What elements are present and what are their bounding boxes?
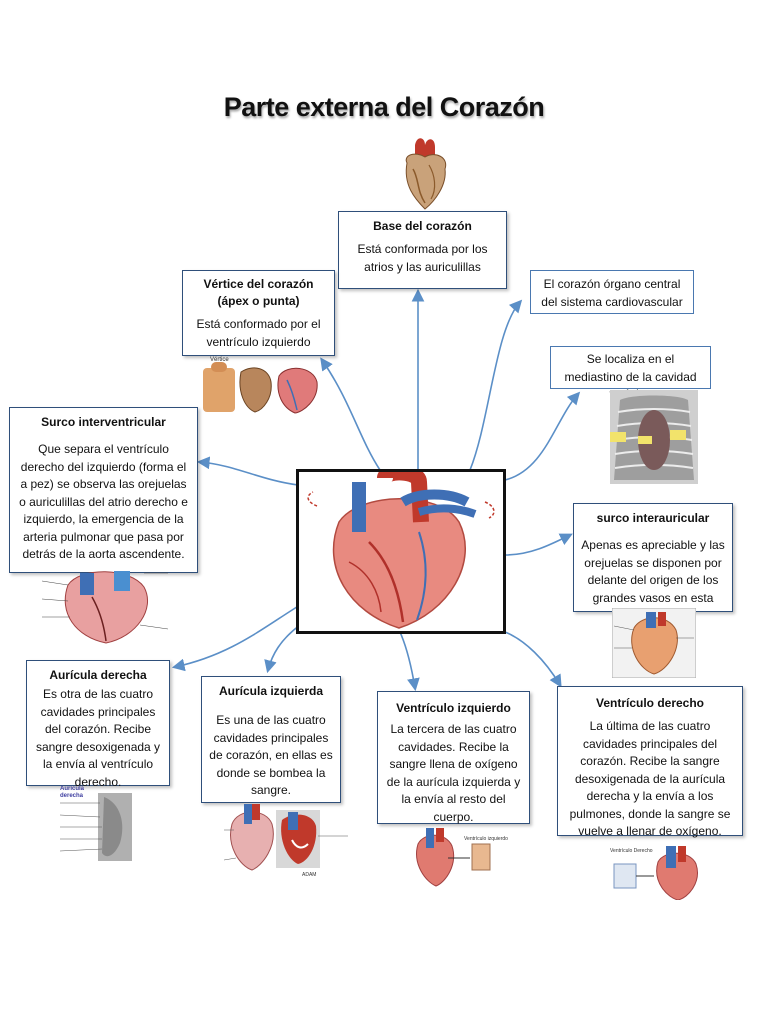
box-title-line2: (ápex o punta) [217, 294, 300, 308]
ventriculo-izquierdo-caption: Ventrículo izquierdo [464, 836, 508, 842]
box-text: La tercera de las cuatro cavidades. Reci… [386, 722, 521, 824]
heart-base-image [395, 135, 455, 210]
box-text: Está conformado por el ventrículo izquie… [196, 317, 321, 349]
box-surco-interventricular: Surco interventricular Que separa el ven… [9, 407, 198, 573]
box-auricula-izquierda: Aurícula izquierda Es una de las cuatro … [201, 676, 341, 803]
ventriculo-derecho-caption: Ventrículo Derecho [610, 848, 653, 854]
box-vertice: Vértice del corazón (ápex o punta) Está … [182, 270, 335, 356]
box-title: Ventrículo izquierdo [396, 701, 511, 715]
central-heart-image [296, 469, 506, 634]
surco-interventricular-image [40, 565, 170, 647]
arrow-ventriculo-derecho [504, 631, 562, 688]
box-surco-interauricular: surco interauricular Apenas es apreciabl… [573, 503, 733, 612]
arrow-auricula-derecha [171, 604, 301, 672]
auricula-izquierda-image: ADAM [222, 800, 350, 880]
ventriculo-derecho-image: Ventrículo Derecho [608, 846, 708, 900]
auricula-derecha-image [60, 793, 132, 863]
box-title: Base del corazón [373, 219, 472, 233]
box-title: Ventrículo derecho [595, 696, 705, 710]
vertice-caption: Vértice [210, 357, 229, 363]
box-text: Es una de las cuatro cavidades principal… [209, 713, 333, 797]
surco-interauricular-image [612, 608, 696, 678]
box-mediastino: Se localiza en el mediastino de la cavid… [550, 346, 711, 401]
adam-watermark: ADAM [302, 872, 317, 878]
box-ventriculo-izquierdo: Ventrículo izquierdo La tercera de las c… [377, 691, 530, 824]
box-title: Aurícula derecha [49, 668, 147, 682]
arrow-surco-interauricular [504, 533, 573, 556]
vertice-images [203, 362, 321, 414]
box-base-corazon: Base del corazón Está conformada por los… [338, 211, 507, 289]
page-title: Parte externa del Corazón [223, 92, 545, 122]
arrow-surco-interventricular [196, 456, 299, 486]
box-title: Aurícula izquierda [218, 684, 324, 698]
box-text: Es otra de las cuatro cavidades principa… [35, 687, 161, 789]
box-text: Que separa el ventrículo derecho del izq… [19, 442, 188, 561]
auricula-derecha-caption: Aurícula derecha [60, 786, 85, 799]
ventriculo-izquierdo-image: Ventrículo izquierdo [412, 828, 512, 888]
mediastino-image [610, 390, 698, 484]
box-title: surco interauricular [596, 511, 710, 525]
box-text: La última de las cuatro cavidades princi… [569, 719, 731, 838]
box-ventriculo-derecho: Ventrículo derecho La última de las cuat… [557, 686, 743, 838]
box-title-line1: Vértice del corazón [203, 277, 314, 291]
arrow-auricula-izquierda [264, 624, 301, 674]
arrow-mediastino [504, 391, 581, 481]
box-text: El corazón órgano central del sistema ca… [541, 277, 683, 309]
box-organo-central: El corazón órgano central del sistema ca… [530, 270, 694, 314]
box-text: Apenas es apreciable y las orejuelas se … [581, 538, 725, 605]
box-title: Surco interventricular [41, 415, 166, 429]
box-text: Está conformada por los atrios y las aur… [357, 242, 488, 274]
arrow-organo [469, 299, 523, 471]
box-auricula-derecha: Aurícula derecha Es otra de las cuatro c… [26, 660, 170, 789]
arrow-vertice [320, 357, 381, 471]
arrow-ventriculo-izquierdo [399, 631, 420, 692]
